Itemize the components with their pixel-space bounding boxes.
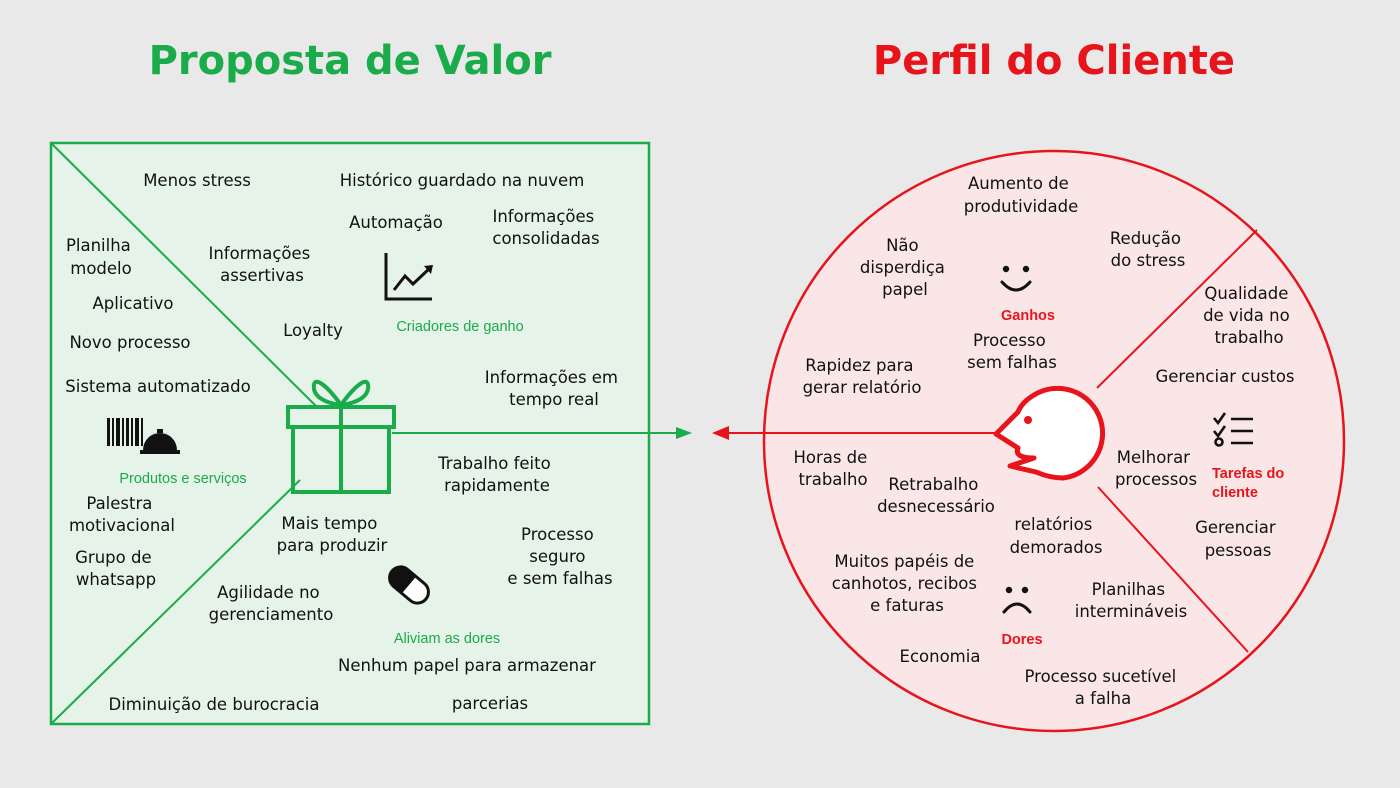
customer-job-item: Melhorar processos <box>1115 448 1197 489</box>
gain-creator-item: Informações consolidadas <box>492 207 599 248</box>
divider-upper-right <box>1096 229 1258 389</box>
divider-lower-right <box>1097 486 1249 653</box>
arrow-head-green <box>676 427 692 439</box>
pains-label: Dores <box>1001 632 1042 648</box>
gift-icon <box>286 379 396 494</box>
barcode-icon <box>107 418 143 446</box>
value-proposition-title: Proposta de Valor <box>149 38 552 84</box>
pain-item: Horas de trabalho <box>793 448 872 489</box>
divider-top <box>50 142 319 409</box>
pain-reliever-item: Mais tempo para produzir <box>277 514 388 555</box>
pain-item: Planilhas intermináveis <box>1075 580 1187 621</box>
customer-job-item: Qualidade de vida no trabalho <box>1203 284 1295 347</box>
product-service-item: Aplicativo <box>92 294 173 313</box>
gain-creator-item: Informações em tempo real <box>485 368 624 409</box>
gains-label: Ganhos <box>1001 308 1055 324</box>
smile-face-icon <box>1000 265 1032 292</box>
customer-job-item: Gerenciar custos <box>1155 367 1294 386</box>
pain-reliever-item: parcerias <box>452 694 528 713</box>
pain-item: Muitos papéis de canhotos, recibos e fat… <box>832 552 983 615</box>
divider-bottom <box>50 479 301 725</box>
product-service-item: Palestra motivacional <box>69 494 175 535</box>
gain-item: Aumento de produtividade <box>964 174 1079 216</box>
pain-reliever-item: Agilidade no gerenciamento <box>209 583 334 624</box>
service-bell-icon <box>140 429 180 454</box>
product-service-item: Sistema automatizado <box>65 377 250 396</box>
product-service-item: Planilha modelo <box>66 236 136 278</box>
gain-creator-item: Automação <box>349 213 443 232</box>
gain-creator-item: Informações assertivas <box>208 244 315 285</box>
checklist-icon <box>1212 412 1253 447</box>
pill-icon <box>388 565 430 605</box>
product-service-item: Grupo de whatsapp <box>75 548 157 589</box>
customer-jobs-label: Tarefas do cliente <box>1212 466 1288 501</box>
pain-reliever-item: Diminuição de burocracia <box>108 695 319 714</box>
pain-item: Retrabalho desnecessário <box>877 475 995 516</box>
pain-item: Economia <box>900 647 981 666</box>
gain-item: Rapidez para gerar relatório <box>803 356 922 397</box>
product-service-item: Novo processo <box>69 333 190 352</box>
trend-chart-icon <box>384 253 433 301</box>
gain-item: Não disperdiça papel <box>860 236 950 299</box>
pain-reliever-item: Trabalho feito rapidamente <box>437 454 556 495</box>
pain-item: relatórios demorados <box>1010 515 1103 557</box>
sad-face-icon <box>1002 586 1032 614</box>
customer-job-item: Gerenciar pessoas <box>1195 518 1281 560</box>
gain-creator-item: Histórico guardado na nuvem <box>340 171 585 190</box>
gain-creator-item: Menos stress <box>143 171 251 190</box>
customer-profile-title: Perfil do Cliente <box>873 38 1235 84</box>
value-proposition-square <box>49 141 692 726</box>
gain-creators-label: Criadores de ganho <box>396 319 523 335</box>
gain-item: Processo sem falhas <box>967 331 1057 372</box>
pain-reliever-item: Processo seguro e sem falhas <box>507 525 612 588</box>
pain-relievers-label: Aliviam as dores <box>394 631 500 647</box>
gain-creator-item: Loyalty <box>283 321 343 340</box>
customer-head-icon <box>993 385 1106 481</box>
pain-reliever-item: Nenhum papel para armazenar <box>338 656 596 675</box>
pain-item: Processo sucetível a falha <box>1024 667 1181 708</box>
arrow-head-red <box>712 426 729 440</box>
gain-item: Redução do stress <box>1110 229 1186 270</box>
products-services-label: Produtos e serviços <box>119 471 246 487</box>
